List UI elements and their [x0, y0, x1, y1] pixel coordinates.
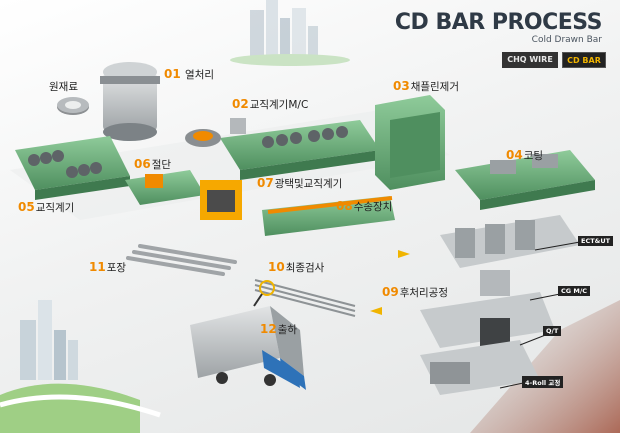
post-processing-equipment: [420, 215, 580, 395]
drawing-machine-mc: [185, 118, 380, 180]
arrow-right: [398, 250, 410, 258]
step-05-label: 05교직계기: [18, 200, 75, 214]
heat-treatment-furnace: [100, 62, 160, 141]
step-11-label: 11포장: [89, 260, 127, 274]
city-skyline-bottom: [0, 300, 161, 433]
packed-bars: [126, 244, 237, 276]
conveyor-device: [262, 196, 395, 236]
page-title: CD BAR PROCESS: [394, 10, 603, 35]
step-06-label: 06절단: [134, 157, 172, 171]
cutting-machine: [125, 170, 205, 205]
step-08-label: 08수송장치: [336, 199, 393, 213]
step-12-label: 12출하: [260, 322, 298, 336]
step-10-label: 10최종검사: [268, 260, 325, 274]
step-07-label: 07광택및교직계기: [257, 176, 343, 190]
arrow-left: [370, 307, 382, 315]
magnifier-icon: [259, 280, 275, 296]
step-09-label: 09후처리공정: [382, 285, 449, 299]
raw-material-coil: [57, 97, 89, 115]
page-subtitle: Cold Drawn Bar: [531, 35, 602, 45]
step-02-label: 02교직계기M/C: [232, 97, 309, 111]
city-skyline-top: [230, 0, 350, 66]
tag-cg-mc: CG M/C: [558, 286, 590, 296]
drawing-line-left: [15, 136, 130, 200]
tag-ect-ut: ECT&UT: [578, 236, 614, 246]
step-04-label: 04코팅: [506, 148, 544, 162]
step-03-label: 03채플린제거: [393, 79, 460, 93]
tab-cd-bar[interactable]: CD BAR: [562, 52, 606, 68]
tag-4roll: 4-Roll 교정: [522, 376, 564, 388]
header: CD BAR PROCESS Cold Drawn Bar: [394, 10, 603, 45]
raw-material-label: 원재료: [49, 81, 78, 93]
delivery-truck: [190, 306, 306, 390]
tab-chq-wire[interactable]: CHQ WIRE: [502, 52, 558, 68]
descaling-machine: [375, 95, 445, 190]
tag-qt: Q/T: [543, 326, 562, 336]
polishing-machine: [200, 180, 242, 220]
coating-machine: [455, 150, 595, 210]
step-01-label: 01 열처리: [164, 67, 215, 81]
